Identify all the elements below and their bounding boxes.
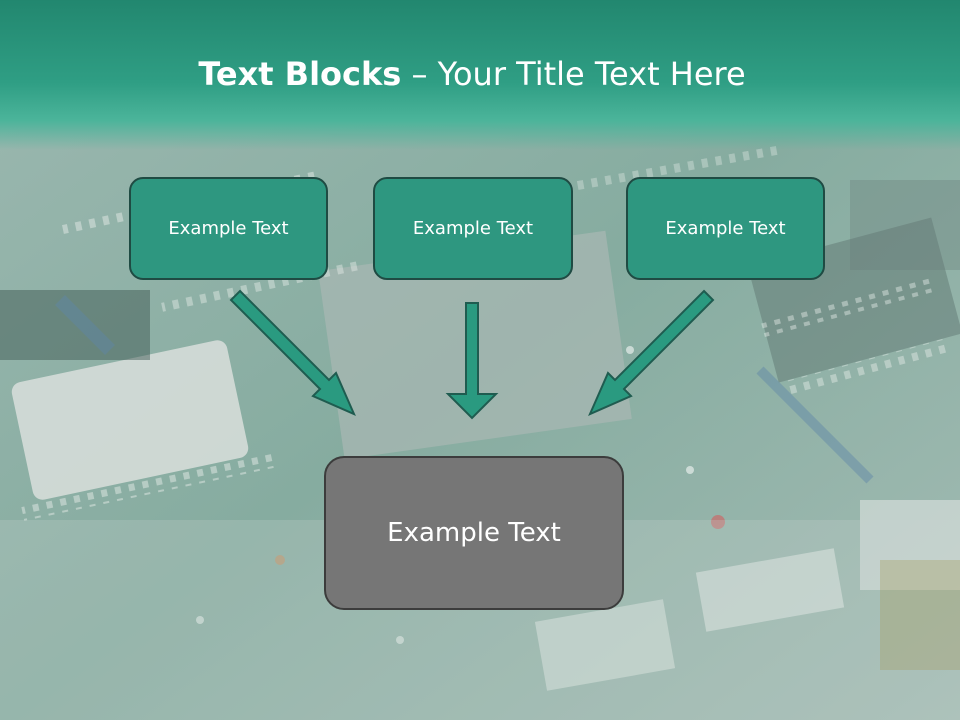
text-block-3[interactable]: Example Text bbox=[626, 177, 825, 280]
title-rest-text: – Your Title Text Here bbox=[401, 55, 746, 93]
text-block-2[interactable]: Example Text bbox=[373, 177, 573, 280]
text-block-1[interactable]: Example Text bbox=[129, 177, 328, 280]
title-bold-text: Text Blocks bbox=[198, 55, 402, 93]
main-text-block[interactable]: Example Text bbox=[324, 456, 624, 610]
slide-title: Text Blocks – Your Title Text Here bbox=[0, 52, 944, 96]
title-band bbox=[0, 0, 960, 150]
arrow-right bbox=[588, 289, 715, 416]
arrow-center bbox=[445, 302, 499, 420]
arrow-left bbox=[229, 289, 356, 416]
